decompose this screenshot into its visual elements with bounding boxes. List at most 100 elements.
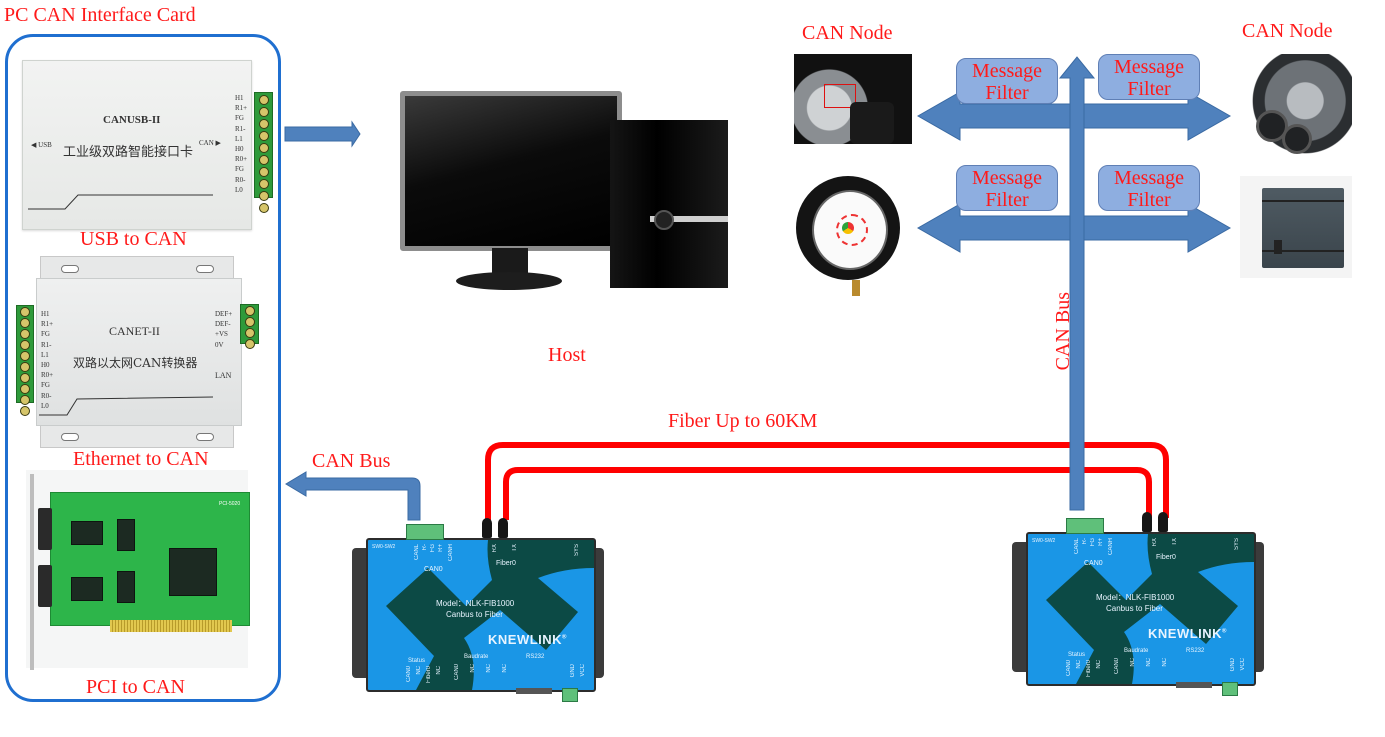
fiber-converter-left: SW0-SW2 CANL R- FG R+ CANH CAN0 RX TX Fi… bbox=[346, 518, 604, 702]
usb-device-decor-line bbox=[28, 194, 213, 210]
usb-terminal-block bbox=[254, 92, 273, 213]
pci-to-can-board: PCI-5020 bbox=[50, 492, 250, 626]
plc-controller-image bbox=[1240, 176, 1352, 278]
usb-device-model: CANUSB-II bbox=[103, 114, 161, 126]
baudrate-pin: NC bbox=[470, 664, 476, 673]
can0-group-label: CAN0 bbox=[424, 566, 443, 573]
message-filter-bottom-left: Message Filter bbox=[956, 165, 1058, 211]
usb-pin-label: L0 bbox=[235, 185, 243, 194]
pci-bracket bbox=[30, 474, 34, 670]
baudrate-pin: NC bbox=[486, 664, 492, 673]
pci-chip-2 bbox=[117, 571, 135, 603]
can-terminal-block bbox=[1066, 518, 1104, 534]
ethernet-right-pin-label: DEF- bbox=[215, 320, 231, 329]
registered-mark: ® bbox=[562, 634, 567, 641]
description-label: Canbus to Fiber bbox=[446, 610, 503, 619]
pci-gold-fingers bbox=[110, 620, 232, 632]
brand-name: KNEWLINK bbox=[488, 632, 563, 647]
power-pin-vcc: VCC bbox=[580, 664, 586, 677]
ethernet-left-pin-label: L0 bbox=[41, 401, 49, 410]
rs232-connector bbox=[1176, 682, 1212, 688]
registered-mark: ® bbox=[1222, 628, 1227, 635]
can-bus-vertical-arrow bbox=[1058, 56, 1096, 511]
pci-to-can-label: PCI to CAN bbox=[86, 676, 185, 698]
interface-card-title: PC CAN Interface Card bbox=[4, 4, 196, 26]
ethernet-left-terminal bbox=[16, 305, 34, 416]
ethernet-left-pin-label: H1 bbox=[41, 310, 50, 318]
power-terminal-block bbox=[562, 688, 578, 702]
arrow-to-gauge bbox=[916, 203, 1071, 253]
ethernet-left-pin-label: L1 bbox=[41, 350, 49, 359]
usb-pin-label: R0+ bbox=[235, 155, 248, 164]
filter-text-line2: Filter bbox=[1127, 189, 1171, 211]
ethernet-mount-bottom bbox=[40, 424, 234, 448]
usb-pin-label: FG bbox=[235, 114, 244, 123]
filter-text-line1: Message bbox=[1114, 56, 1184, 78]
interface-card-group bbox=[5, 34, 281, 702]
can-node-label-right: CAN Node bbox=[1242, 20, 1333, 42]
fiber-rx-plug bbox=[1142, 512, 1152, 532]
ethernet-to-can-label: Ethernet to CAN bbox=[73, 448, 209, 470]
can0-group-label: CAN0 bbox=[1084, 560, 1103, 567]
status-pin: Fiber0 bbox=[1086, 660, 1092, 678]
usb-pin-label: FG bbox=[235, 165, 244, 174]
fiber0-group-label: Fiber0 bbox=[1156, 554, 1176, 561]
pci-chip-1 bbox=[117, 519, 135, 551]
baudrate-group-label: Baudrate bbox=[464, 654, 489, 660]
ethernet-device-decor-line bbox=[39, 396, 214, 416]
ethernet-left-pin-label: FG bbox=[41, 381, 50, 390]
usb-pin-label: L1 bbox=[235, 134, 243, 143]
filter-text-line1: Message bbox=[1114, 167, 1184, 189]
fiber-rx-label: RX bbox=[1152, 538, 1158, 547]
baudrate-pin: NC bbox=[502, 664, 508, 673]
usb-pin-label: R1- bbox=[235, 124, 246, 133]
usb-pin-label: R1+ bbox=[235, 104, 248, 113]
baudrate-pin: CAN0 bbox=[1114, 658, 1120, 675]
ethernet-lan-label: LAN bbox=[215, 371, 232, 380]
fiber-tx-label: TX bbox=[512, 544, 518, 552]
fiber-line-outer bbox=[485, 442, 1169, 520]
rs232-group-label: RS232 bbox=[526, 654, 545, 660]
converter-body: SW0-SW2 CANL R- FG R+ CANH CAN0 RX TX Fi… bbox=[366, 538, 596, 692]
status-pin: NC bbox=[1076, 660, 1082, 669]
can-pin-label: FG bbox=[430, 544, 436, 553]
brand-logo: KNEWLINK® bbox=[1148, 626, 1227, 641]
can-node-label-left: CAN Node bbox=[802, 22, 893, 44]
status-pin: CAN0 bbox=[406, 666, 412, 683]
can-bus-left-arrow bbox=[285, 471, 421, 521]
pci-transformer-1 bbox=[71, 521, 103, 545]
pci-db9-connector-1 bbox=[38, 508, 52, 550]
arrow-to-engine bbox=[1083, 91, 1232, 141]
status-pin: NC bbox=[416, 666, 422, 675]
can-pin-label: CANH bbox=[448, 544, 454, 562]
brand-name: KNEWLINK bbox=[1148, 626, 1223, 641]
ethernet-right-pin-label: DEF+ bbox=[215, 310, 233, 318]
can-port-label: CAN ▶ bbox=[199, 139, 221, 147]
ethernet-device-model: CANET-II bbox=[109, 324, 160, 338]
pressure-gauge-image bbox=[796, 176, 900, 280]
pci-transformer-2 bbox=[71, 577, 103, 601]
gauge-valve-stem bbox=[852, 280, 860, 296]
status-group-label: Status bbox=[1068, 652, 1086, 658]
tire-sensor-image bbox=[794, 54, 912, 144]
usb-pin-label: R0- bbox=[235, 175, 246, 184]
usb-to-can-label: USB to CAN bbox=[80, 228, 187, 250]
ethernet-device-subtitle: 双路以太网CAN转换器 bbox=[73, 356, 198, 370]
usb-device-subtitle: 工业级双路智能接口卡 bbox=[63, 145, 194, 160]
fiber-rx-plug bbox=[482, 518, 492, 538]
status-pin: NC bbox=[436, 666, 442, 675]
can-pin-label: R- bbox=[422, 544, 428, 551]
ethernet-right-pin-label: +VS bbox=[215, 330, 228, 339]
power-pin-gnd: GND bbox=[570, 664, 576, 678]
switch-label: SW0-SW2 bbox=[1032, 538, 1056, 544]
can-pin-label: R+ bbox=[1098, 538, 1104, 546]
fiber-tx-plug bbox=[498, 518, 508, 538]
brand-logo: KNEWLINK® bbox=[488, 632, 567, 647]
filter-text-line1: Message bbox=[972, 167, 1042, 189]
description-label: Canbus to Fiber bbox=[1106, 604, 1163, 613]
